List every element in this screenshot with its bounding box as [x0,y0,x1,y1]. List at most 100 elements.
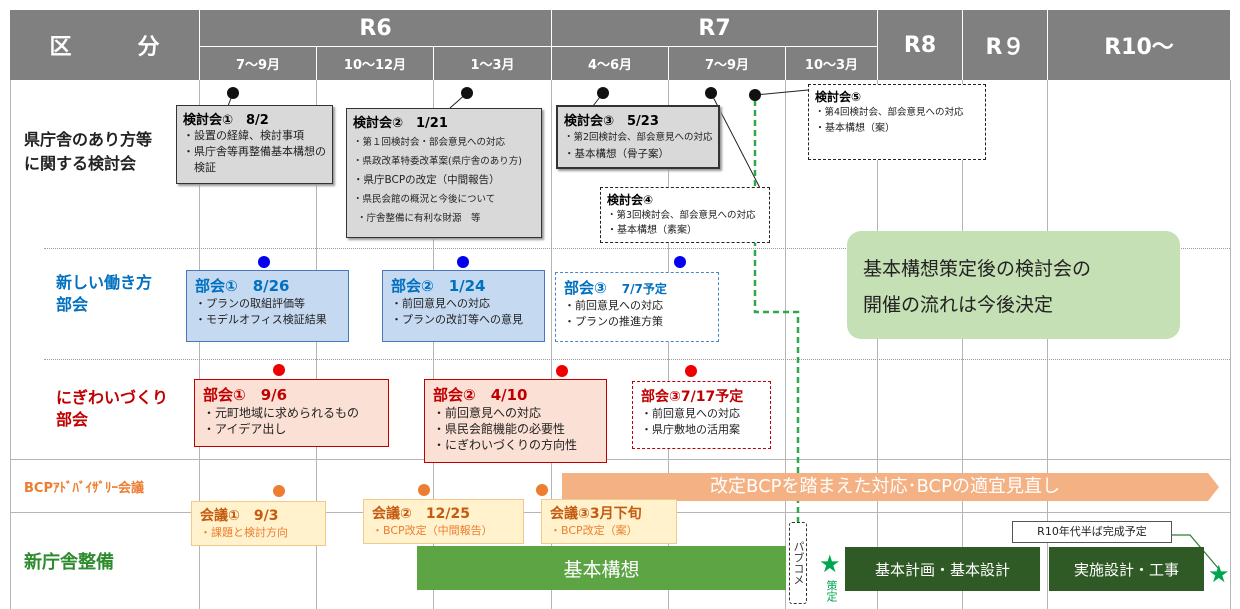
kentokai-2-item: ・県政改革特委改革案(県庁舎のあり方) [353,156,522,167]
row-divider [44,359,1230,360]
kentokai-4-item: ・基本構想（素案） [607,225,697,236]
meeting-dot [258,256,270,268]
hatarakikata-1-box: 部会① 8/26 ・プランの取組評価等 ・モデルオフィス検証結果 [186,270,349,342]
pubcom-label: パブコメ [792,541,805,585]
row-label-bcp: BCPｱﾄﾞﾊﾞｲｻﾞﾘｰ会議 [24,481,144,496]
hatarakikata-2-box: 部会② 1/24 ・前回意見への対応 ・プランの改訂等への意見 [382,270,545,342]
hatarakikata-2-item: ・プランの改訂等への意見 [391,313,523,326]
nigiwai-2-box: 部会② 4/10 ・前回意見への対応 ・県民会館機能の必要性 ・にぎわいづくりの… [424,379,607,463]
period-1: 7～9月 [200,47,316,80]
nigiwai-2-title: 部会② 4/10 [433,386,528,404]
phase-pubcom: パブコメ [789,522,807,604]
period-5: 7～9月 [669,47,785,80]
bcp-2-box: 会議② 12/25 ・BCP改定（中間報告） [363,499,524,544]
row-label-shinchosha: 新庁舎整備 [24,552,114,573]
meeting-dot [597,87,609,99]
grid-vline [1230,80,1231,609]
year-r6: R6 [200,10,551,46]
meeting-dot [227,87,239,99]
phase-jisshi: 実施設計・工事 [1049,547,1204,591]
row-label-nigiwai: にぎわいづくり 部会 [56,388,169,429]
nigiwai-3-title: 部会③7/17予定 [641,389,744,405]
bcp-1-item: ・課題と検討方向 [200,526,288,539]
bcp-3-title: 会議③3月下旬 [550,506,642,522]
star-icon: ★ [819,550,841,578]
kentokai-2-item: ・県庁BCPの改定（中間報告） [353,174,500,186]
bcp-3-item: ・BCP改定（案） [550,524,638,537]
hatarakikata-2-item: ・前回意見への対応 [391,297,490,310]
note-line: 開催の流れは今後決定 [863,294,1054,316]
row-divider [44,248,1230,249]
meeting-dot [461,87,473,99]
kentokai-2-title: 検討会② 1/21 [353,116,448,131]
nigiwai-3-box: 部会③7/17予定 ・前回意見への対応 ・県庁敷地の活用案 [632,381,771,449]
meeting-dot [685,365,697,377]
kentokai-5-box: 検討会⑤ ・第4回検討会、部会意見への対応 ・基本構想（案） [808,84,986,160]
row-label-kentokai: 県庁舎のあり方等 に関する検討会 [24,130,153,173]
header-category: 区 分 [10,10,199,80]
period-6: 10～3月 [786,47,877,80]
kentokai-4-title: 検討会④ [607,193,654,207]
bcp-1-title: 会議① 9/3 [200,508,279,524]
meeting-dot [273,485,285,497]
grid-vline [433,80,434,609]
period-4: 4～6月 [552,47,668,80]
completion-label: R10年代半ば完成予定 [1012,521,1172,543]
kentokai-3-item: ・基本構想（骨子案） [564,148,669,160]
grid-vline [551,80,552,609]
kentokai-3-item: ・第2回検討会、部会意見への対応 [564,132,713,143]
kentokai-2-item: ・第１回検討会・部会意見への対応 [353,137,506,148]
kentokai-5-item: ・基本構想（案） [815,123,895,134]
kentokai-4-item: ・第3回検討会、部会意見への対応 [607,210,756,221]
grid-vline [10,80,11,609]
bcp-3-box: 会議③3月下旬 ・BCP改定（案） [541,499,677,544]
meeting-dot [556,365,568,377]
hatarakikata-3-title: 部会③ [564,279,607,297]
hatarakikata-3-item: ・プランの推進方策 [564,315,663,328]
nigiwai-2-item: ・県民会館機能の必要性 [433,422,566,436]
year-r9: R９ [963,10,1047,80]
meeting-dot [705,87,717,99]
nigiwai-3-item: ・前回意見への対応 [641,407,740,420]
hatarakikata-2-title: 部会② 1/24 [391,277,486,295]
nigiwai-1-item: ・元町地域に求められるもの [203,406,360,420]
hatarakikata-1-item: ・モデルオフィス検証結果 [195,313,327,326]
phase-kihon-koso: 基本構想 [417,546,786,590]
hatarakikata-1-item: ・プランの取組評価等 [195,297,305,310]
kentokai-2-box: 検討会② 1/21 ・第１回検討会・部会意見への対応 ・県政改革特委改革案(県庁… [346,108,542,238]
sakutei-label: 策定 [825,580,838,602]
bcp-1-box: 会議① 9/3 ・課題と検討方向 [191,501,326,546]
kentokai-3-title: 検討会③ 5/23 [564,114,659,129]
hatarakikata-3-date: 7/7予定 [621,282,667,296]
note-box: 基本構想策定後の検討会の 開催の流れは今後決定 [847,231,1180,339]
phase-kihon-keikaku: 基本計画・基本設計 [845,547,1040,591]
meeting-dot [418,484,430,496]
bcp-arrow-label: 改定BCPを踏まえた対応･BCPの適宜見直し [710,476,1060,497]
connector-line [754,89,809,96]
year-r7: R7 [552,10,877,46]
bcp-arrow [562,473,1219,501]
meeting-dot [749,89,761,101]
kentokai-2-item: ・県民会館の概況と今後について [353,194,496,205]
nigiwai-3-item: ・県庁敷地の活用案 [641,423,740,436]
nigiwai-1-box: 部会① 9/6 ・元町地域に求められるもの ・アイデア出し [194,379,389,447]
hatarakikata-3-box: 部会③ 7/7予定 ・前回意見への対応 ・プランの推進方策 [555,272,719,342]
kentokai-1-item: ・設置の経緯、検討事項 [183,129,304,142]
meeting-dot [457,256,469,268]
row-divider [10,459,1230,460]
hatarakikata-3-item: ・前回意見への対応 [564,299,663,312]
year-r10: R10～ [1048,10,1230,80]
kentokai-3-box: 検討会③ 5/23 ・第2回検討会、部会意見への対応 ・基本構想（骨子案） [556,105,720,169]
kentokai-1-item: ・県庁舎等再整備基本構想の [183,145,326,158]
grid-vline [316,80,317,609]
kentokai-4-box: 検討会④ ・第3回検討会、部会意見への対応 ・基本構想（素案） [600,187,770,243]
note-line: 基本構想策定後の検討会の [863,258,1092,280]
kentokai-5-item: ・第4回検討会、部会意見への対応 [815,107,964,118]
star-icon: ★ [1208,560,1230,588]
kentokai-1-item: 検証 [183,161,216,174]
pubcom-dashed-line [753,100,800,528]
grid-vline [877,80,878,609]
year-r8: R8 [878,10,962,80]
meeting-dot [273,364,285,376]
grid-vline [785,80,786,609]
